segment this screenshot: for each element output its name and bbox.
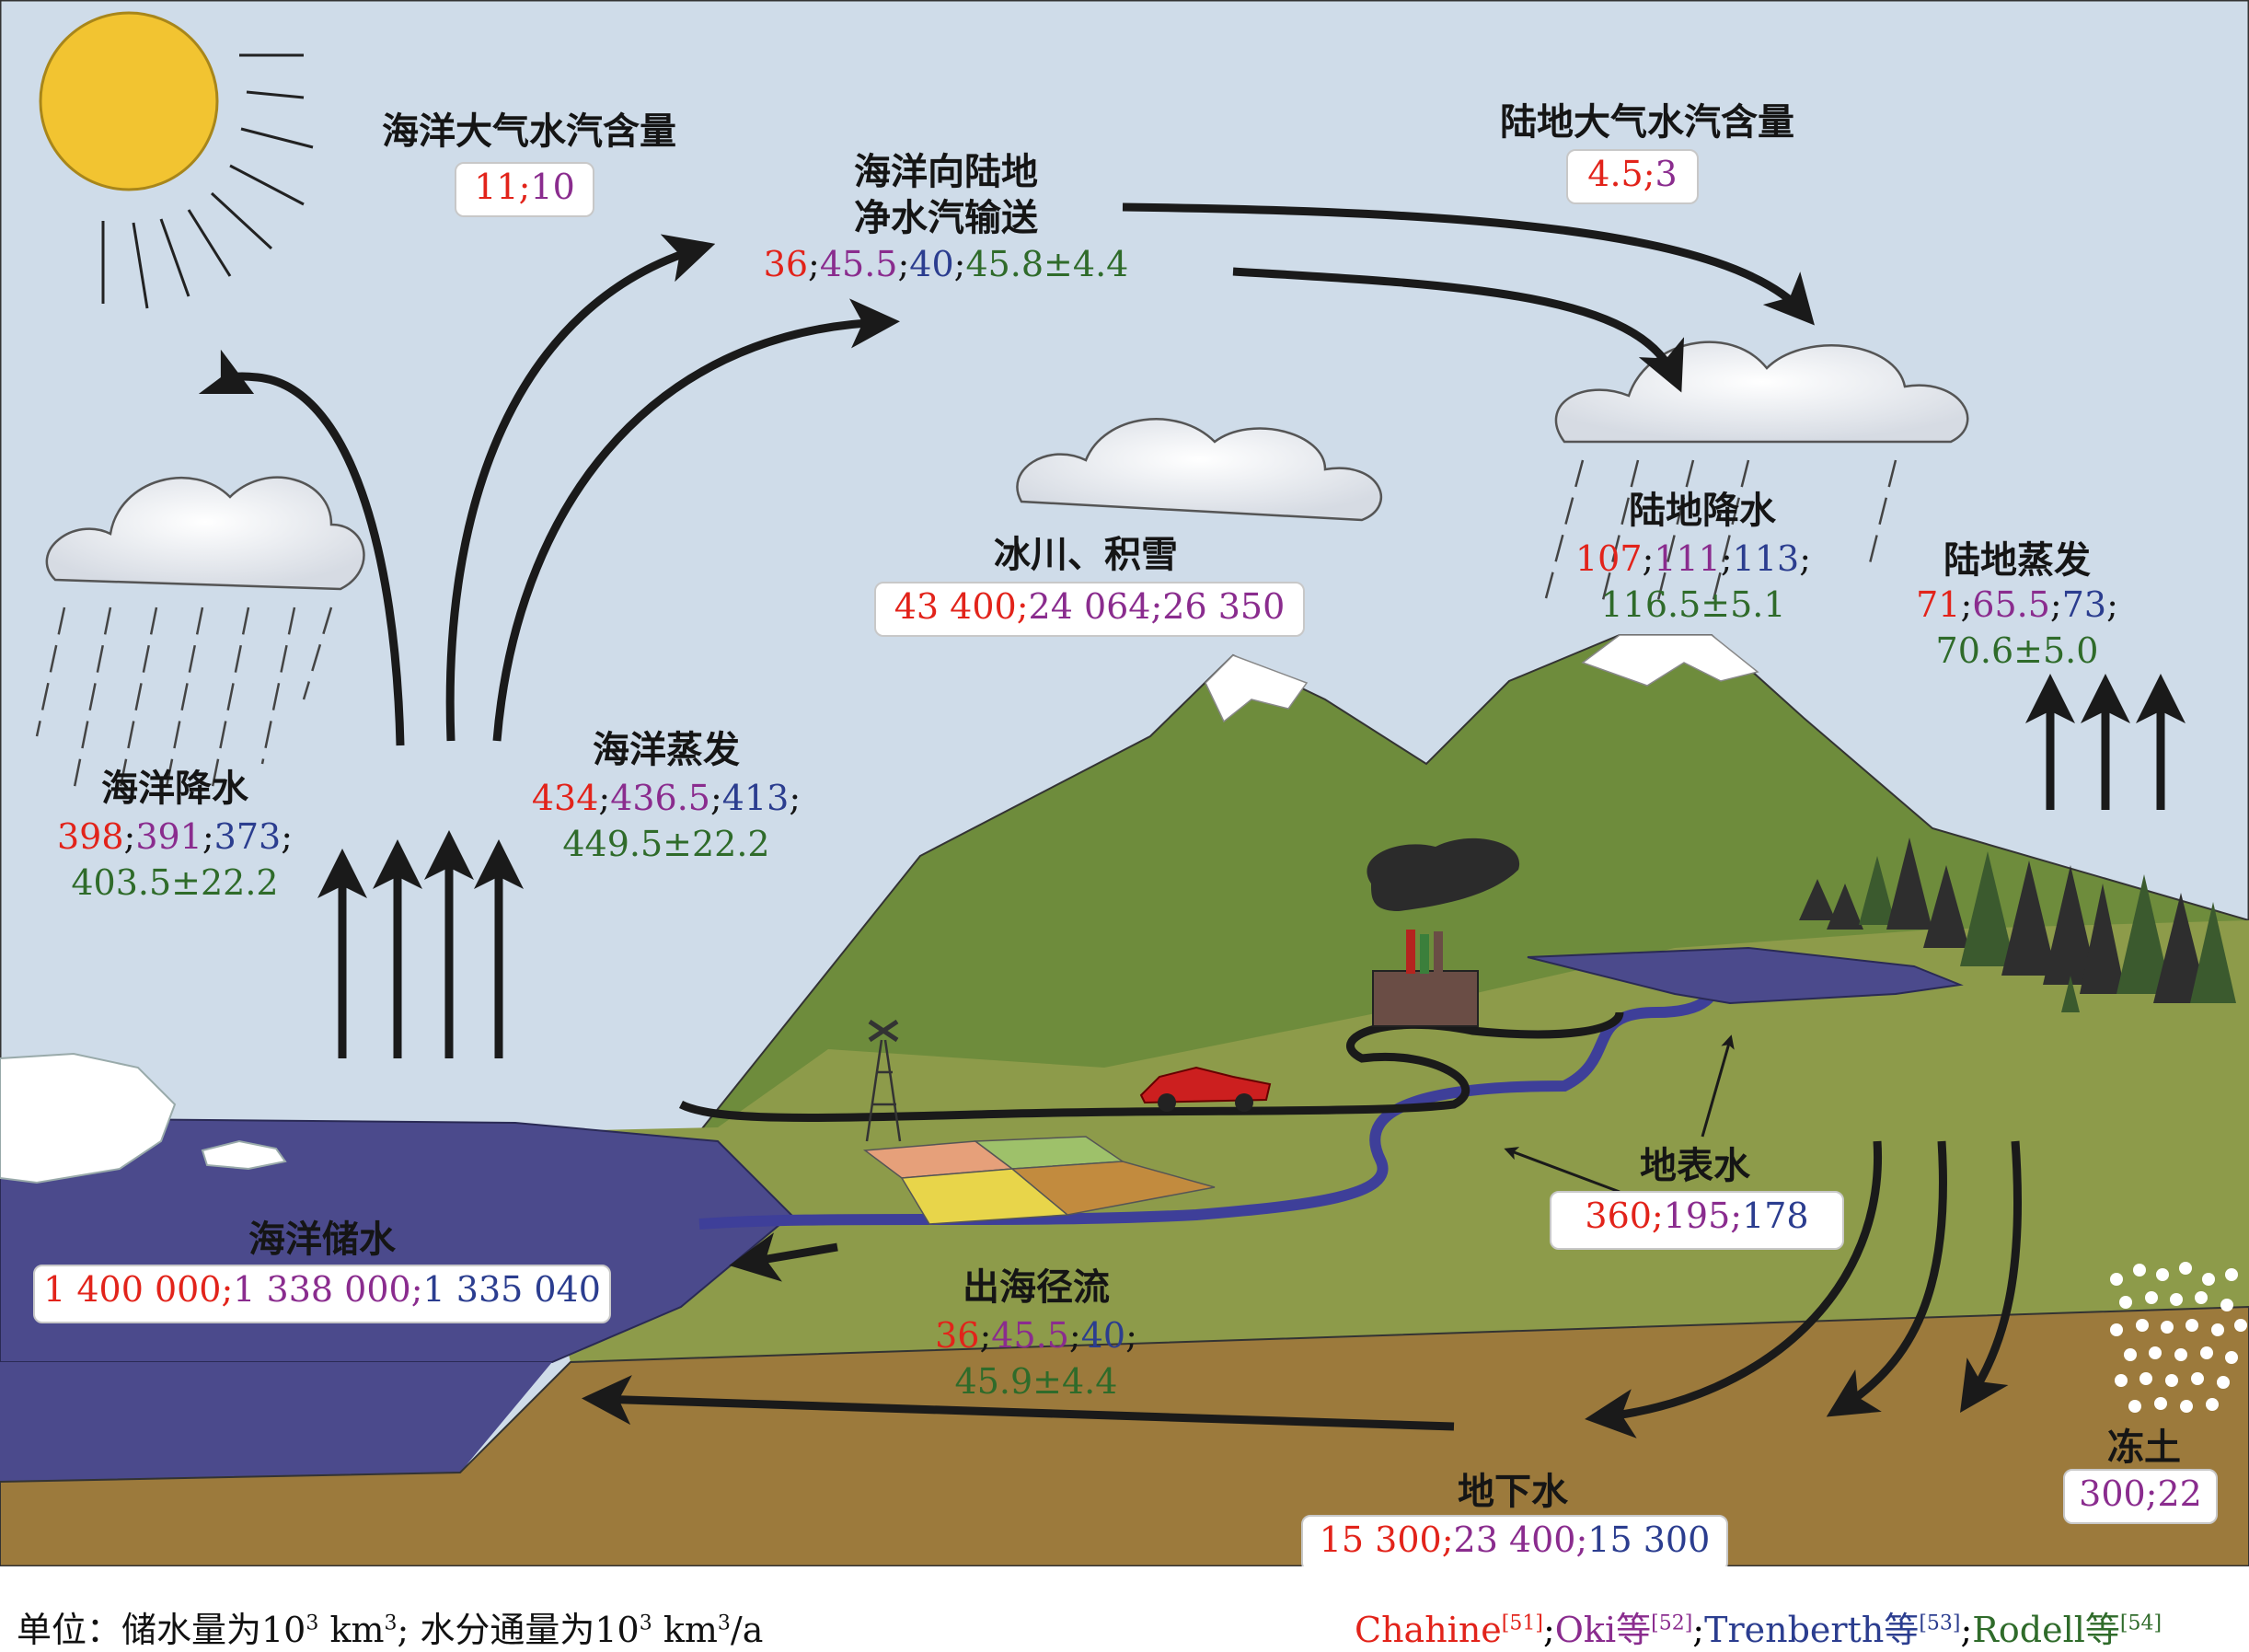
ocean-to-land-title-1: 海洋向陆地 [854, 150, 1038, 193]
ocean-deep [0, 1362, 552, 1482]
arrow-icon [198, 202, 1815, 1058]
permafrost-title: 冻土 [2107, 1426, 2181, 1469]
soil [0, 1305, 2249, 1567]
ocean-vapor-v1: 11 [474, 167, 519, 207]
ocean-precip-title: 海洋降水 [101, 767, 248, 810]
ocean-evap-values-1: 434;436.5;413; [531, 778, 802, 818]
ocean-precip-values-2: 403.5±22.2 [71, 862, 279, 903]
runoff-values-2: 45.9±4.4 [954, 1361, 1118, 1402]
rain-icon-land [1544, 459, 1897, 608]
ocean-vapor-box: 11;10 [455, 162, 594, 217]
ocean-precip-values-1: 398;391;373; [56, 816, 294, 857]
surface-water-title: 地表水 [1640, 1144, 1750, 1187]
land-precip-title: 陆地降水 [1629, 489, 1776, 532]
footer [0, 1566, 2249, 1651]
legend-oki: Oki等[52] [1554, 1610, 1693, 1650]
runoff-title: 出海径流 [963, 1265, 1110, 1309]
windmill-icon [865, 1019, 902, 1142]
farm-fields [862, 1136, 1216, 1225]
permafrost-icon [2110, 1262, 2247, 1413]
ocean-to-land-title-2: 净水汽输送 [854, 196, 1038, 239]
rain-icon [35, 607, 333, 792]
legend-chahine: Chahine[51] [1355, 1610, 1543, 1650]
pointer-arrow-icon [1504, 1034, 1735, 1194]
legend-trenberth: Trenberth等[53] [1704, 1610, 1961, 1650]
surface-water-box: 360;195;178 [1550, 1191, 1844, 1250]
glacier-title: 冰川、积雪 [994, 533, 1178, 576]
groundwater-box: 15 300;23 400;15 300 [1301, 1515, 1728, 1572]
land-evap-values-2: 70.6±5.0 [1935, 630, 2099, 671]
land-evap-values-1: 71;65.5;73; [1916, 584, 2118, 625]
unit-note: 单位：储水量为103 km3; 水分通量为103 km3/a [17, 1610, 764, 1650]
lake [1527, 946, 1964, 1005]
land-vapor-box: 4.5;3 [1566, 149, 1699, 204]
land-surface [515, 920, 2249, 1362]
snow-cap-left [1205, 654, 1309, 723]
car-icon [1139, 1066, 1272, 1112]
road [678, 1011, 1624, 1122]
ocean-evap-title: 海洋蒸发 [593, 728, 740, 771]
source-legend: Chahine[51];Oki等[52];Trenberth等[53];Rode… [1355, 1610, 2162, 1650]
ocean-evap-values-2: 449.5±22.2 [562, 824, 770, 864]
glacier-box: 43 400;24 064;26 350 [874, 582, 1305, 637]
snow-cap-right [1581, 634, 1759, 687]
land-precip-values-1: 107;111;113; [1574, 538, 1812, 579]
ocean-storage-box: 1 400 000;1 338 000;1 335 040 [33, 1265, 611, 1323]
runoff-values-1: 36;45.5;40; [935, 1315, 1137, 1356]
tree-icon [1799, 838, 2236, 1012]
factory-icon [1367, 838, 1520, 1027]
ocean-vapor-v2: 10 [530, 167, 575, 207]
arrow-icon-groundwater [582, 1140, 2023, 1438]
land-precip-values-2: 116.5±5.1 [1600, 584, 1786, 625]
ocean-to-land-values: 36;45.5;40;45.8±4.4 [763, 244, 1129, 284]
groundwater-title: 地下水 [1458, 1470, 1568, 1513]
land-vapor-title: 陆地大气水汽含量 [1500, 100, 1794, 144]
legend-rodell: Rodell等[54] [1972, 1610, 2162, 1650]
sun-icon [39, 11, 314, 309]
arrow-icon-land-evap [2025, 674, 2186, 810]
permafrost-box: 300;22 [2063, 1469, 2218, 1524]
land-evap-title: 陆地蒸发 [1943, 538, 2091, 582]
ocean-vapor-title: 海洋大气水汽含量 [382, 110, 676, 153]
iceberg-icon [0, 1052, 287, 1184]
ocean-storage-title: 海洋储水 [248, 1218, 396, 1261]
